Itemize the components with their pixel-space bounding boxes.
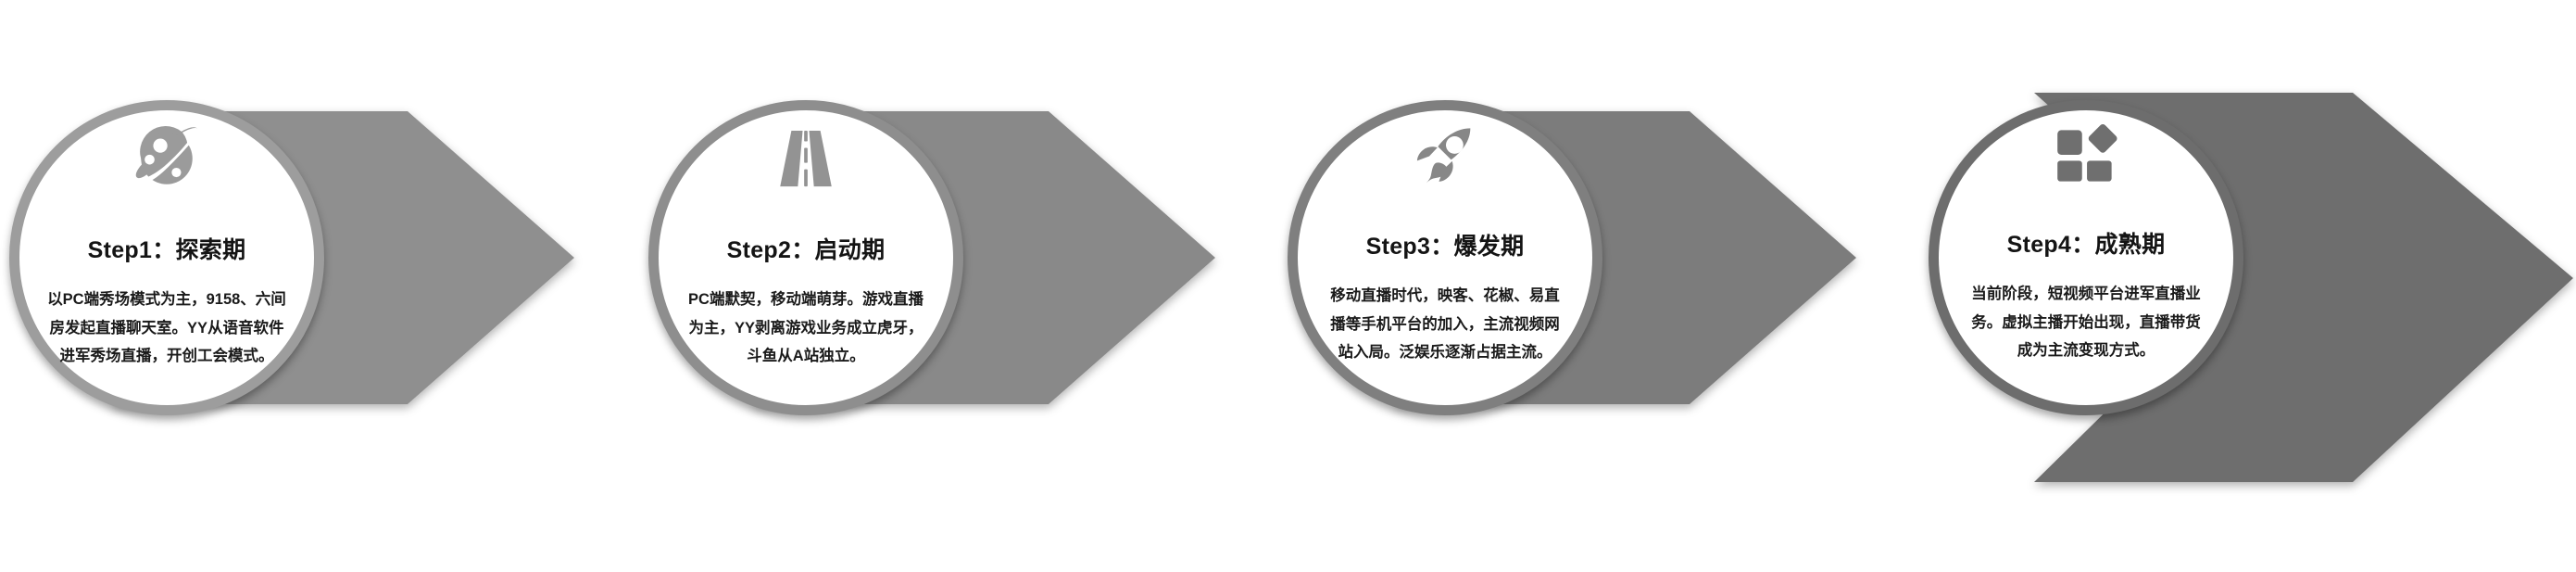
step-body-1: 以PC端秀场模式为主，9158、六间房发起直播聊天室。YY从语音软件进军秀场直播… <box>47 291 286 365</box>
step-node-4[interactable]: Step4：成熟期 当前阶段，短视频平台进军直播业务。虚拟主播开始出现，直播带货… <box>1929 100 2243 415</box>
step-node-1[interactable]: Step1：探索期 以PC端秀场模式为主，9158、六间房发起直播聊天室。YY从… <box>9 100 324 415</box>
step-node-2[interactable]: Step2：启动期 PC端默契，移动端萌芽。游戏直播为主，YY剥离游戏业务成立虎… <box>648 100 963 415</box>
step-body-2: PC端默契，移动端萌芽。游戏直播为主，YY剥离游戏业务成立虎牙，斗鱼从A站独立。 <box>688 291 924 365</box>
step-content-4: Step4：成熟期 当前阶段，短视频平台进军直播业务。虚拟主播开始出现，直播带货… <box>1929 100 2243 415</box>
step-content-3: Step3：爆发期 移动直播时代，映客、花椒、易直播等手机平台的加入，主流视频网… <box>1288 100 1602 415</box>
road-icon <box>780 130 832 187</box>
planet-icon <box>134 126 201 184</box>
step-title-1: Step1：探索期 <box>87 237 246 263</box>
step-content-2: Step2：启动期 PC端默契，移动端萌芽。游戏直播为主，YY剥离游戏业务成立虎… <box>648 100 963 415</box>
step-title-2: Step2：启动期 <box>726 237 886 263</box>
blocks-icon <box>2057 124 2117 182</box>
step-title-4: Step4：成熟期 <box>2006 232 2166 258</box>
step-title-3: Step3：爆发期 <box>1365 234 1525 260</box>
step-content-1: Step1：探索期 以PC端秀场模式为主，9158、六间房发起直播聊天室。YY从… <box>9 100 324 415</box>
step-body-3: 移动直播时代，映客、花椒、易直播等手机平台的加入，主流视频网站入局。泛娱乐逐渐占… <box>1330 287 1560 362</box>
rocket-icon <box>1416 128 1471 184</box>
step-circle-4 <box>1929 100 2243 415</box>
step-body-4: 当前阶段，短视频平台进军直播业务。虚拟主播开始出现，直播带货成为主流变现方式。 <box>1971 286 2201 360</box>
step-node-3[interactable]: Step3：爆发期 移动直播时代，映客、花椒、易直播等手机平台的加入，主流视频网… <box>1288 100 1602 415</box>
